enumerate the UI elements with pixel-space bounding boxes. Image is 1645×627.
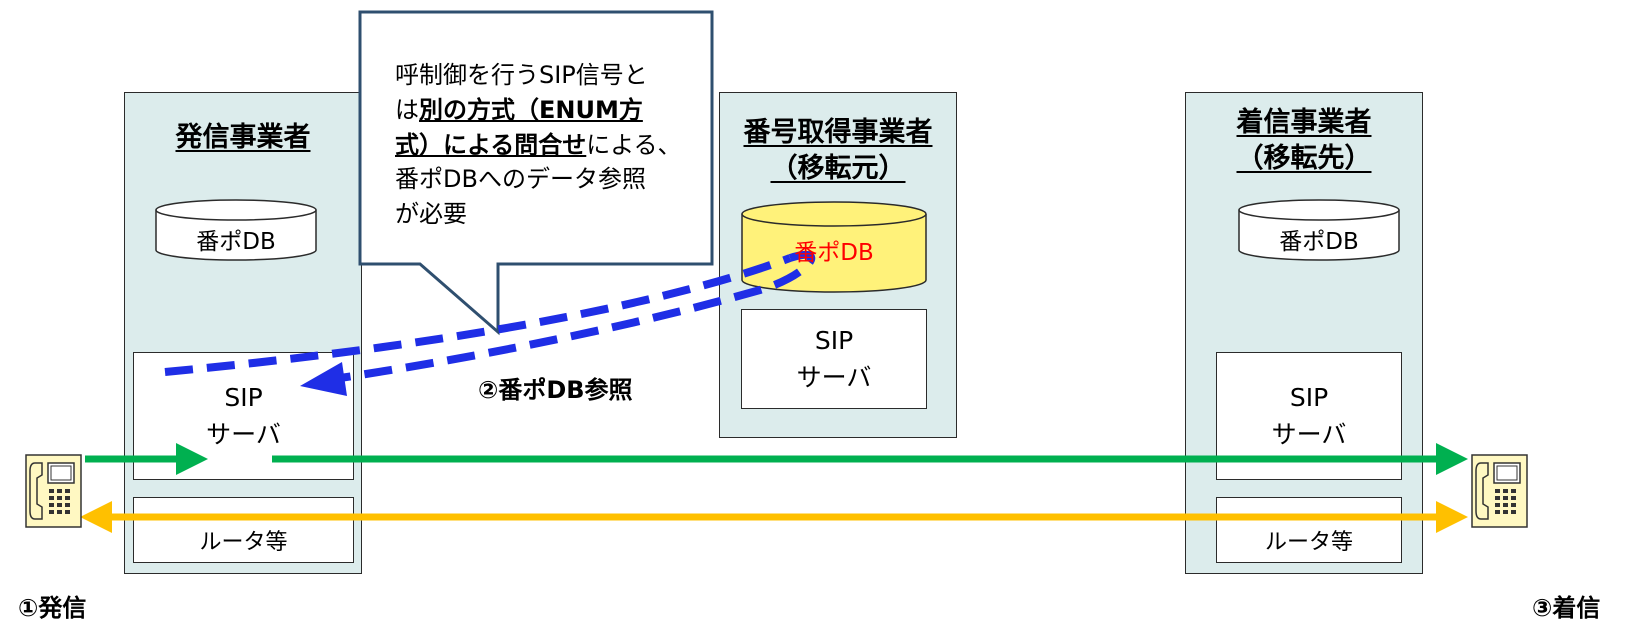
caller-carrier-panel: 発信事業者	[124, 92, 362, 574]
signal-arrowhead-origin	[176, 443, 208, 475]
media-arrowhead-left	[80, 501, 112, 533]
callout-text: 呼制御を行うSIP信号と は別の方式（ENUM方 式）による問合せによる、 番ポ…	[395, 61, 682, 229]
caller-db-cylinder	[155, 199, 317, 261]
callout-bubble	[358, 10, 714, 336]
db-lookup-path-out	[164, 254, 792, 376]
caller-router: ルータ等	[133, 497, 354, 563]
donor-sip-server: SIP サーバ	[741, 309, 927, 409]
phone-icon-origin	[25, 454, 82, 528]
origin-label: ①発信	[18, 594, 87, 622]
callee-db-cylinder	[1238, 199, 1400, 261]
callee-carrier-panel: 着信事業者 （移転先）	[1185, 92, 1423, 574]
callee-router: ルータ等	[1216, 497, 1402, 563]
destination-label: ③着信	[1532, 594, 1601, 622]
caller-db-label: 番ポDB	[196, 229, 276, 255]
callee-carrier-title: 着信事業者 （移転先）	[1236, 107, 1372, 175]
db-lookup-path-return	[339, 250, 816, 382]
donor-carrier-title: 番号取得事業者 （移転元）	[743, 117, 933, 185]
caller-carrier-title: 発信事業者	[175, 122, 311, 153]
db-lookup-arrowhead	[300, 362, 347, 396]
donor-db-cylinder	[741, 201, 927, 293]
callee-db-label: 番ポDB	[1279, 229, 1359, 255]
donor-db-label: 番ポDB	[794, 240, 874, 266]
media-arrowhead-right	[1436, 501, 1468, 533]
db-lookup-label: ②番ポDB参照	[478, 376, 633, 404]
phone-icon-destination	[1471, 454, 1528, 528]
signal-arrowhead-destination	[1436, 443, 1468, 475]
